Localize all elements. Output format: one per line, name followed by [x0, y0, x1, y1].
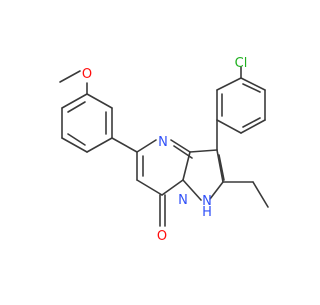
- bond: [67, 133, 86, 146]
- nh-hydrogen-label: H: [202, 205, 212, 220]
- bond: [240, 119, 266, 134]
- bond: [86, 93, 113, 109]
- bridge-nitrogen-label: N: [178, 193, 188, 208]
- chlorophenyl-ring: [216, 66, 266, 134]
- bond: [242, 117, 261, 128]
- bond: [240, 77, 266, 91]
- chlorine-label: Cl: [235, 56, 248, 71]
- methoxy-oxygen-label: O: [82, 67, 92, 82]
- bond: [218, 154, 225, 181]
- bond: [173, 145, 193, 159]
- nh-nitrogen-label: N: [202, 194, 212, 209]
- pyrazole-ring: [182, 149, 225, 201]
- bond: [209, 181, 224, 200]
- bond: [170, 139, 191, 153]
- carbonyl-oxygen-label: O: [157, 229, 167, 244]
- pyrimidinone-ring: [136, 139, 193, 227]
- bond: [59, 70, 81, 83]
- structure-canvas: Cl O N N N H O: [59, 56, 269, 244]
- bond: [67, 101, 86, 113]
- bond: [136, 179, 163, 196]
- bond: [216, 149, 224, 183]
- bond: [252, 181, 269, 208]
- bond: [111, 137, 138, 153]
- ring-nitrogen-label: N: [158, 135, 168, 150]
- methoxyphenyl-ring: [61, 82, 113, 153]
- bond: [189, 149, 218, 153]
- molecule-diagram: Cl O N N N H O: [59, 56, 269, 244]
- bond: [216, 77, 242, 91]
- bond: [182, 179, 202, 201]
- bond: [216, 119, 242, 134]
- bond: [136, 139, 157, 153]
- bond: [61, 93, 88, 109]
- bond: [242, 83, 261, 93]
- bond: [86, 137, 113, 153]
- bond: [161, 179, 184, 196]
- bond: [61, 137, 88, 153]
